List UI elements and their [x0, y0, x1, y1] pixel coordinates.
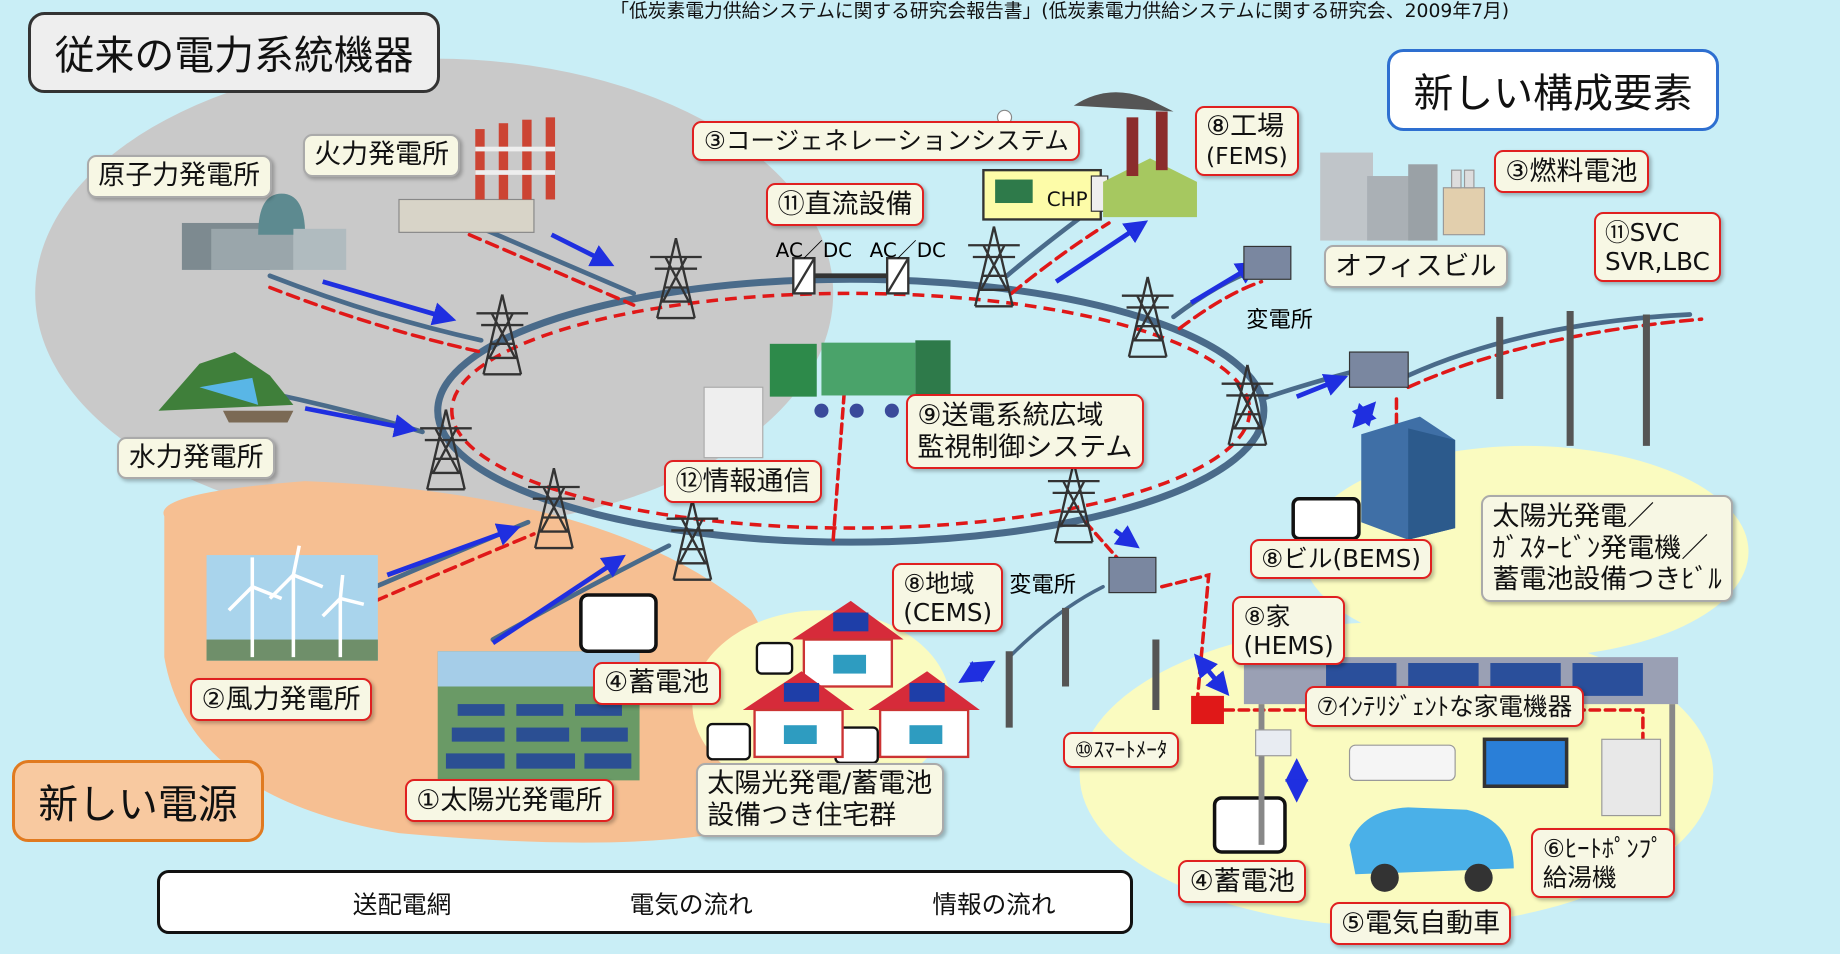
- label-substation-2: 変電所: [1009, 571, 1077, 598]
- label-chp: CHP: [1046, 186, 1088, 211]
- legend: 送配電網 電気の流れ 情報の流れ: [157, 869, 1133, 935]
- bems-building-icon: [1361, 416, 1456, 540]
- smart-meter-icon: [1191, 695, 1292, 757]
- label-dc-equipment: ⑪直流設備: [766, 183, 924, 226]
- hydro-plant-icon: [158, 352, 294, 423]
- callout-conventional: 従来の電力系統機器: [28, 11, 440, 94]
- label-battery-a: ④蓄電池: [592, 661, 721, 705]
- label-electric-vehicle: ⑤電気自動車: [1329, 902, 1512, 946]
- label-solar-plant: ①太陽光発電所: [404, 779, 614, 823]
- label-intelligent-appliances: ⑦ｲﾝﾃﾘｼﾞｪﾝﾄな家電機器: [1304, 686, 1584, 727]
- label-hems: ⑧家 (HEMS): [1232, 596, 1346, 666]
- label-building-equipment: 太陽光発電／ ｶﾞｽﾀｰﾋﾞﾝ発電機／ 蓄電池設備つきﾋﾞﾙ: [1480, 495, 1734, 602]
- callout-new-components: 新しい構成要素: [1387, 49, 1720, 132]
- label-thermal: 火力発電所: [302, 133, 461, 177]
- label-smart-meter: ⑩ｽﾏｰﾄﾒｰﾀ: [1063, 732, 1179, 769]
- label-heat-pump: ⑥ﾋｰﾄﾎﾟﾝﾌﾟ 給湯機: [1531, 828, 1675, 898]
- factory-icon: [1073, 92, 1197, 218]
- utility-poles: [1005, 310, 1650, 728]
- office-building-icon: [1320, 152, 1438, 241]
- label-svc: ⑪SVC SVR,LBC: [1593, 212, 1722, 282]
- power-arrows: [304, 220, 1377, 803]
- battery-icon: [579, 496, 1361, 854]
- label-ac-dc-2: AC／DC: [869, 237, 946, 262]
- label-wind: ②風力発電所: [190, 678, 372, 722]
- label-info-comm: ⑫情報通信: [664, 460, 822, 503]
- label-wide-area-control: ⑨送電系統広域 監視制御システム: [905, 394, 1144, 469]
- nuclear-plant-icon: [181, 193, 347, 270]
- fuel-cell-icon: [1442, 169, 1486, 236]
- substation-icon: [1108, 245, 1409, 594]
- chp-unit-icon: [982, 168, 1109, 221]
- label-battery-b: ④蓄電池: [1178, 860, 1307, 904]
- label-hydro: 水力発電所: [117, 436, 276, 480]
- label-factory: ⑧工場 (FEMS): [1194, 105, 1300, 177]
- control-center-icon: [703, 340, 951, 459]
- houses-icon: [742, 600, 980, 759]
- label-housing: 太陽光発電/蓄電池 設備つき住宅群: [695, 762, 944, 838]
- callout-new-power: 新しい電源: [11, 760, 265, 843]
- label-nuclear: 原子力発電所: [86, 154, 272, 198]
- label-cems: ⑧地域 (CEMS): [891, 563, 1004, 633]
- label-fuel-cell: ③燃料電池: [1493, 150, 1649, 194]
- thermal-plant-icon: [398, 117, 556, 233]
- label-bems: ⑧ビル(BEMS): [1249, 538, 1433, 579]
- legend-info-flow-label: 情報の流れ: [932, 890, 1056, 920]
- wind-farm-image: [206, 545, 378, 661]
- source-citation: 「低炭素電力供給システムに関する研究会報告書」(低炭素電力供給システムに関する研…: [610, 1, 1510, 23]
- electric-car-icon: [1349, 807, 1514, 892]
- label-office: オフィスビル: [1323, 245, 1508, 289]
- legend-grid-label: 送配電網: [352, 890, 452, 920]
- grid-ring: [434, 275, 1268, 546]
- ac-dc-converter-icon: [792, 256, 910, 295]
- label-cogeneration: ③コージェネレーションシステム: [692, 120, 1081, 161]
- appliances-icon: [1348, 737, 1662, 817]
- label-ac-dc-1: AC／DC: [775, 237, 853, 262]
- label-substation-1: 変電所: [1246, 306, 1314, 333]
- legend-power-flow-label: 電気の流れ: [629, 890, 753, 920]
